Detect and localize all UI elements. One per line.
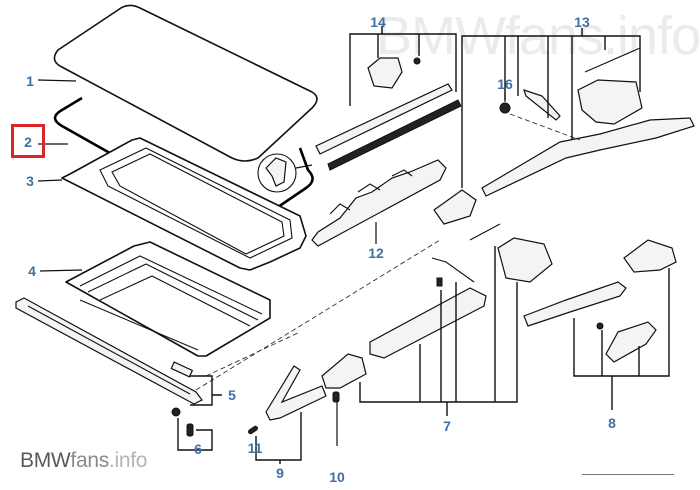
watermark-info: .info: [108, 449, 148, 472]
rear-slider-part-7: [321, 353, 367, 389]
nut-part: [171, 407, 181, 417]
inner-frame-part: [61, 137, 307, 271]
callout-6[interactable]: 6: [194, 441, 202, 457]
callout-9[interactable]: 9: [276, 465, 284, 481]
watermark-fans: fans: [70, 449, 109, 472]
callout-10[interactable]: 10: [329, 469, 345, 485]
screw-part-8: [596, 322, 604, 330]
motor-part-7: [497, 237, 553, 283]
headliner-panel-part: [65, 241, 271, 357]
wind-deflector-part: [311, 159, 447, 247]
callout-11[interactable]: 11: [247, 440, 263, 456]
callout-5[interactable]: 5: [228, 387, 236, 403]
lifter-part-9: [265, 365, 327, 421]
rail-end-piece: [170, 361, 194, 378]
site-watermark: BMWfans.info: [20, 449, 147, 473]
seal-strip-part-14: [327, 99, 462, 171]
callout-16[interactable]: 16: [497, 76, 513, 92]
watermark-bmw: BMW: [20, 449, 71, 472]
callout-14[interactable]: 14: [370, 14, 386, 30]
drive-slider-part-13: [433, 189, 477, 225]
bottom-divider: [582, 474, 674, 475]
callout-13[interactable]: 13: [574, 14, 590, 30]
front-block-part-8: [605, 321, 657, 363]
callout-4[interactable]: 4: [28, 263, 36, 279]
callout-1[interactable]: 1: [26, 73, 34, 89]
motor-unit-part-13: [577, 79, 643, 125]
callout-2[interactable]: 2: [24, 134, 32, 150]
cable-part-13: [584, 47, 641, 73]
clip-part-7: [469, 223, 501, 241]
callout-3[interactable]: 3: [26, 173, 34, 189]
front-arm-part-8: [523, 281, 627, 327]
seal-detail-circle: [257, 153, 297, 193]
rear-arm-part-7: [369, 287, 487, 359]
front-clip-part-8: [623, 239, 677, 273]
screw-part-7: [436, 277, 443, 287]
screw-part-6: [186, 423, 194, 437]
callout-8[interactable]: 8: [608, 415, 616, 431]
guide-rail-part-14: [315, 83, 453, 155]
guide-block-part-14: [367, 57, 403, 89]
screw-part-14: [413, 57, 421, 65]
bracket-part-7: [431, 257, 475, 283]
drive-arm-part-13: [481, 117, 695, 197]
callout-7[interactable]: 7: [443, 418, 451, 434]
screw-part-11: [248, 425, 258, 435]
glass-panel-part: [53, 4, 318, 162]
highlight-box-callout-2: [11, 124, 45, 158]
seal-detail-profile: [265, 157, 287, 187]
bolt-part-10: [332, 391, 340, 403]
stop-bolt-16: [499, 102, 511, 114]
callout-12[interactable]: 12: [368, 245, 384, 261]
